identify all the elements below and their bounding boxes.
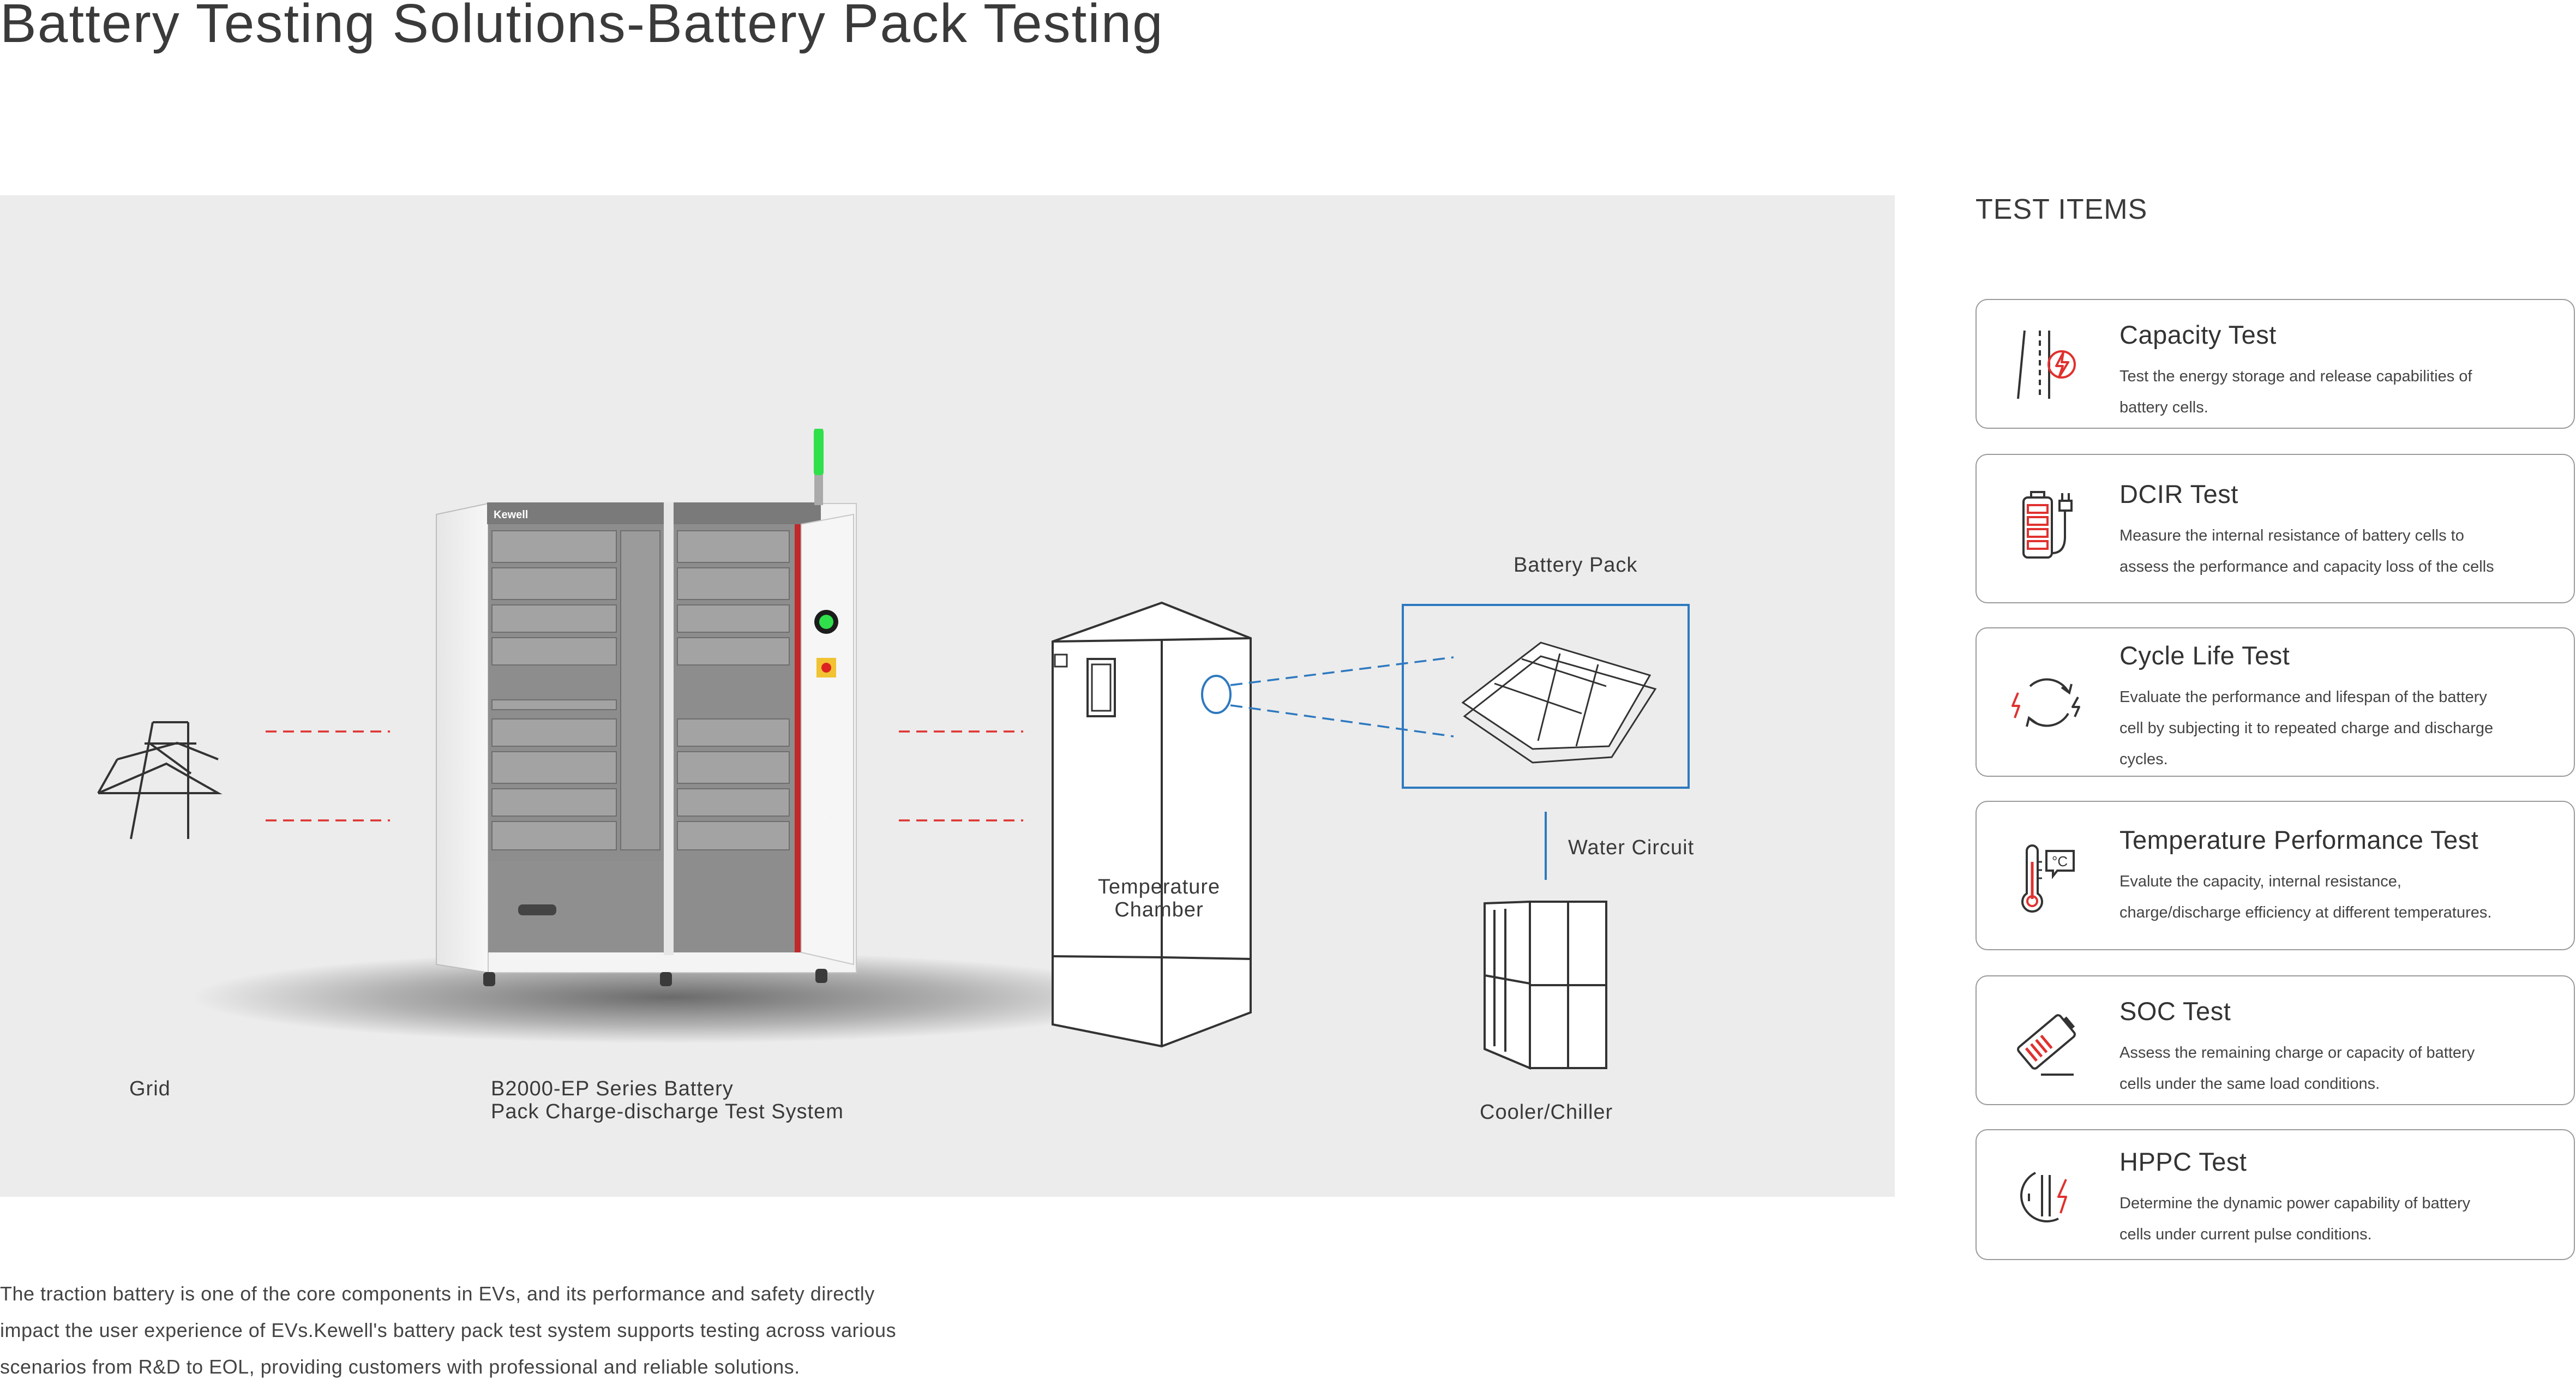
- power-connection-lines: [266, 730, 1023, 822]
- battery-plug-icon: [2022, 491, 2073, 559]
- intro-line: scenarios from R&D to EOL, providing cus…: [0, 1356, 800, 1378]
- intro-line: The traction battery is one of the core …: [0, 1282, 875, 1305]
- test-item-desc: Assess the remaining charge or capacity …: [2119, 1044, 2475, 1093]
- diagram-illustration: Kewell: [97, 429, 1690, 1070]
- test-item-desc: Test the energy storage and release capa…: [2119, 368, 2472, 416]
- power-tower-icon: [97, 721, 223, 840]
- intro-paragraph: The traction battery is one of the core …: [0, 1275, 1036, 1385]
- water-circuit-label: Water Circuit: [1568, 836, 1695, 859]
- test-item-title: Cycle Life Test: [2119, 641, 2290, 670]
- page-title: Battery Testing Solutions-Battery Pack T…: [0, 0, 1164, 54]
- battery-pack-frame: [1402, 604, 1690, 789]
- test-item-title: Capacity Test: [2119, 320, 2277, 349]
- test-system-cabinet: Kewell: [436, 429, 857, 986]
- battery-pack-label: Battery Pack: [1514, 554, 1638, 577]
- intro-line: impact the user experience of EVs.Kewell…: [0, 1319, 897, 1341]
- test-item-desc: Evaluate the performance and lifespan of…: [2119, 688, 2494, 768]
- test-item-soc[interactable]: SOC Test Assess the remaining charge or …: [1975, 975, 2575, 1105]
- battery-pack-icon: [1461, 641, 1657, 764]
- test-item-cycle-life[interactable]: Cycle Life Test Evaluate the performance…: [1975, 627, 2575, 777]
- test-items-heading: TEST ITEMS: [1975, 194, 2148, 225]
- temperature-chamber-icon: [1052, 601, 1252, 1048]
- test-item-title: Temperature Performance Test: [2119, 825, 2479, 854]
- test-item-dcir[interactable]: DCIR Test Measure the internal resistanc…: [1975, 454, 2575, 603]
- battery-level-icon: [2017, 1014, 2076, 1076]
- test-item-hppc[interactable]: HPPC Test Determine the dynamic power ca…: [1975, 1129, 2575, 1260]
- grid-label: Grid: [129, 1077, 171, 1100]
- cooler-chiller-icon: [1484, 900, 1607, 1070]
- test-item-capacity[interactable]: Capacity Test Test the energy storage an…: [1975, 299, 2575, 429]
- thermometer-icon: °C: [2021, 844, 2075, 913]
- cabinet-brand: Kewell: [494, 509, 528, 521]
- test-item-title: DCIR Test: [2119, 479, 2238, 508]
- test-item-desc: Determine the dynamic power capability o…: [2119, 1195, 2471, 1243]
- system-label-line1: B2000-EP Series Battery: [491, 1077, 734, 1100]
- system-label-line2: Pack Charge-discharge Test System: [491, 1100, 844, 1123]
- svg-text:°C: °C: [2052, 853, 2068, 870]
- chamber-label-line2: Chamber: [1114, 898, 1204, 921]
- test-item-title: SOC Test: [2119, 997, 2231, 1026]
- cooler-chiller-label: Cooler/Chiller: [1480, 1101, 1613, 1124]
- pulse-power-icon: [2020, 1172, 2067, 1222]
- cycle-icon: [2011, 678, 2080, 727]
- test-item-desc: Evalute the capacity, internal resistanc…: [2119, 873, 2492, 921]
- test-item-title: HPPC Test: [2119, 1147, 2247, 1176]
- test-item-temperature[interactable]: °C Temperature Performance Test Evalute …: [1975, 801, 2575, 950]
- capacity-icon: [2017, 330, 2076, 399]
- test-item-desc: Measure the internal resistance of batte…: [2119, 527, 2494, 575]
- solution-diagram: Kewell: [0, 195, 1895, 1197]
- chamber-label-line1: Temperature: [1097, 876, 1221, 898]
